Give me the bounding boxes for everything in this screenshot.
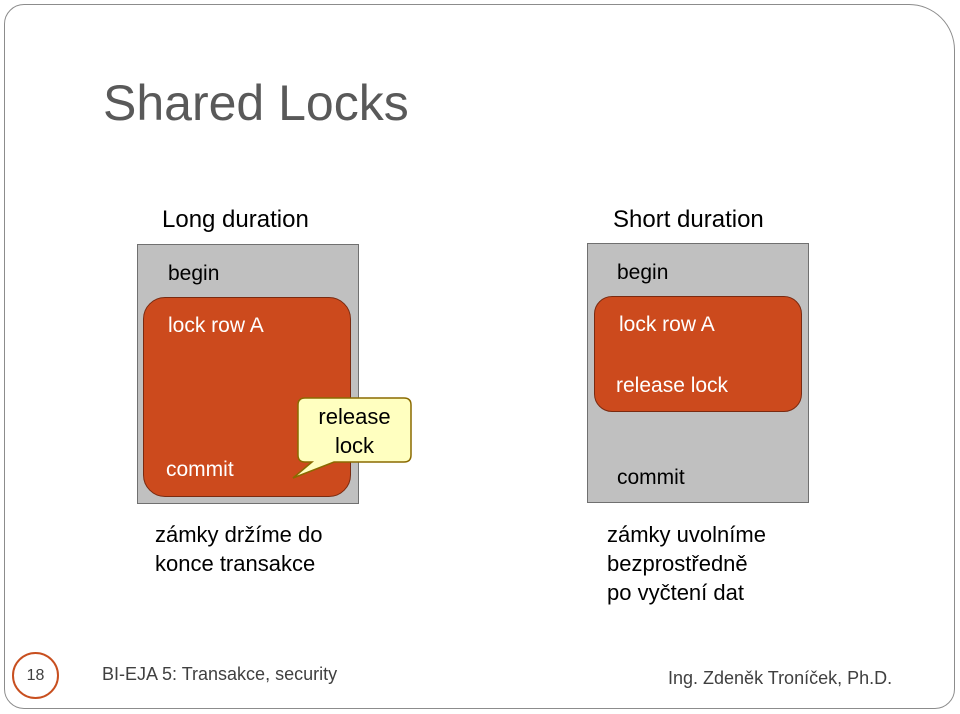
long-caption-line-2: konce transakce bbox=[155, 551, 316, 576]
short-begin-label: begin bbox=[617, 261, 669, 284]
short-caption: zámky uvolníme bezprostředně po vyčtení … bbox=[607, 520, 766, 607]
callout-line-1: release bbox=[318, 404, 391, 429]
page-number-badge: 18 bbox=[12, 652, 59, 699]
short-duration-heading: Short duration bbox=[613, 206, 764, 233]
short-lock-label: lock row A bbox=[619, 313, 715, 336]
short-caption-line-1: zámky uvolníme bbox=[607, 522, 766, 547]
short-release-label: release lock bbox=[616, 374, 729, 397]
callout-line-2: lock bbox=[334, 433, 375, 458]
short-lock-region bbox=[594, 296, 802, 412]
long-caption: zámky držíme do konce transakce bbox=[155, 520, 323, 578]
long-lock-label: lock row A bbox=[168, 314, 264, 337]
long-caption-line-1: zámky držíme do bbox=[155, 522, 323, 547]
long-commit-label: commit bbox=[166, 458, 234, 481]
footer-author: Ing. Zdeněk Troníček, Ph.D. bbox=[668, 668, 893, 688]
footer-course: BI-EJA 5: Transakce, security bbox=[102, 664, 338, 684]
slide-title: Shared Locks bbox=[103, 75, 409, 131]
release-lock-callout-text: release lock bbox=[298, 402, 411, 460]
short-caption-line-3: po vyčtení dat bbox=[607, 580, 744, 605]
long-duration-heading: Long duration bbox=[162, 206, 309, 233]
short-caption-line-2: bezprostředně bbox=[607, 551, 748, 576]
long-begin-label: begin bbox=[168, 262, 220, 285]
short-commit-label: commit bbox=[617, 466, 685, 489]
